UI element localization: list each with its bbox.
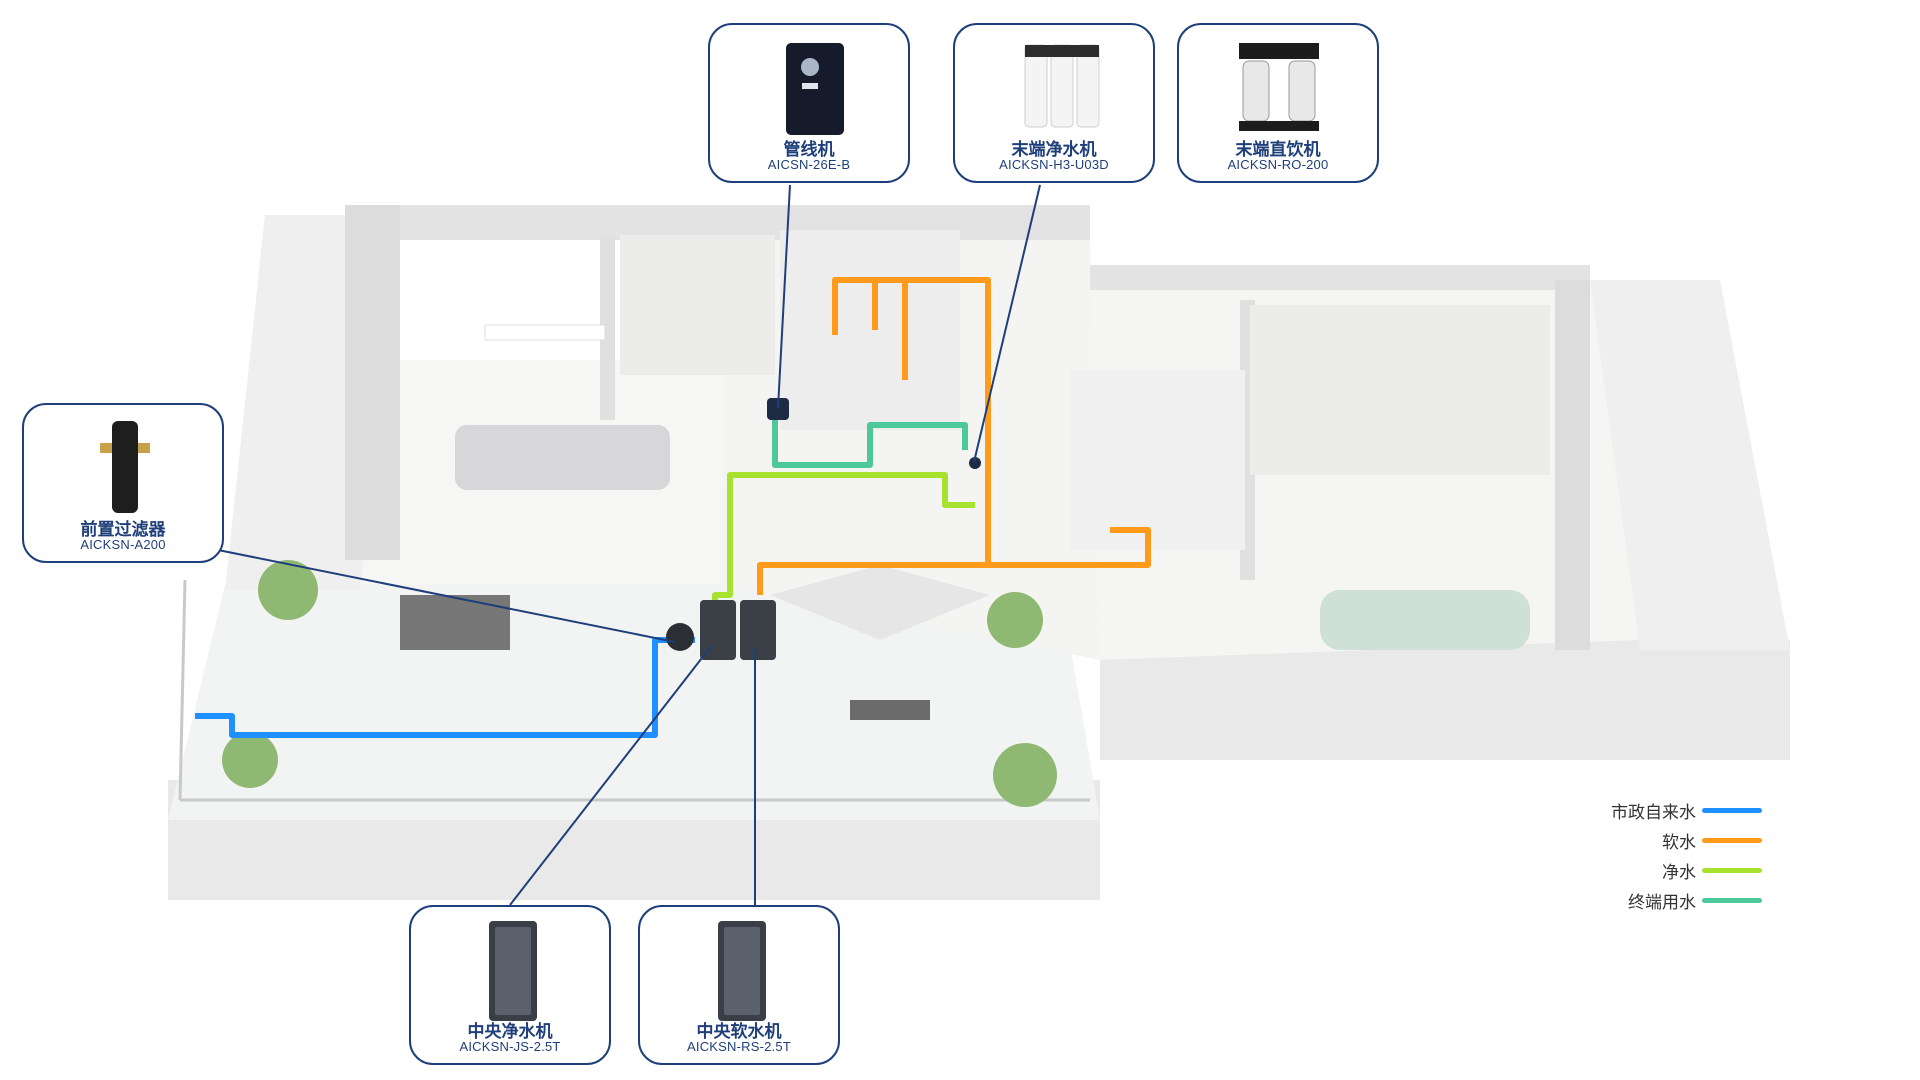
terminal-direct-drink-name: 末端直饮机: [1235, 140, 1321, 159]
pre-filter-icon: [24, 413, 222, 525]
legend-swatch: [1702, 867, 1762, 873]
legend-swatch: [1702, 897, 1762, 903]
central-softener-model: AICKSN-RS-2.5T: [687, 1039, 791, 1054]
floor-plan-structure: [168, 205, 1790, 900]
card-pipeline-dispenser: 管线机 AICSN-26E-B: [708, 23, 910, 183]
legend-label: 净水: [1662, 862, 1696, 882]
legend-swatch: [1702, 807, 1762, 813]
legend-municipal: 市政自来水: [1611, 798, 1762, 822]
legend-label: 市政自来水: [1611, 802, 1696, 822]
pre-filter-name: 前置过滤器: [80, 520, 166, 539]
card-terminal-direct-drink: 末端直饮机 AICKSN-RO-200: [1177, 23, 1379, 183]
ro-unit-icon: [1179, 33, 1377, 145]
pipeline-dispenser-model: AICSN-26E-B: [767, 157, 851, 172]
triple-filter-icon: [955, 33, 1153, 145]
pipeline-dispenser-name: 管线机: [783, 140, 835, 159]
card-terminal-purifier: 末端净水机 AICKSN-H3-U03D: [953, 23, 1155, 183]
legend-purified: 净水: [1662, 858, 1762, 882]
central-cabinet-icon: [411, 915, 609, 1027]
legend-swatch: [1702, 837, 1762, 843]
central-softener-name: 中央软水机: [696, 1022, 782, 1041]
card-central-purifier: 中央净水机 AICKSN-JS-2.5T: [409, 905, 611, 1065]
central-purifier-name: 中央净水机: [467, 1022, 553, 1041]
pipeline-dispenser-icon: [710, 33, 908, 145]
terminal-direct-drink-model: AICKSN-RO-200: [1227, 157, 1329, 172]
card-pre-filter: 前置过滤器 AICKSN-A200: [22, 403, 224, 563]
leader-lines: [217, 184, 1041, 906]
legend-label: 终端用水: [1628, 892, 1696, 912]
terminal-purifier-name: 末端净水机: [1011, 140, 1097, 159]
plan-equipment: [666, 398, 981, 660]
legend-label: 软水: [1662, 832, 1696, 852]
pipe-terminal: [772, 420, 968, 468]
central-purifier-model: AICKSN-JS-2.5T: [459, 1039, 561, 1054]
legend-terminal: 终端用水: [1628, 888, 1762, 912]
pre-filter-model: AICKSN-A200: [80, 537, 166, 552]
pipe-soft: [757, 277, 1151, 595]
card-central-softener: 中央软水机 AICKSN-RS-2.5T: [638, 905, 840, 1065]
terminal-purifier-model: AICKSN-H3-U03D: [999, 157, 1109, 172]
central-cabinet-icon: [640, 915, 838, 1027]
legend-soft: 软水: [1662, 828, 1762, 852]
